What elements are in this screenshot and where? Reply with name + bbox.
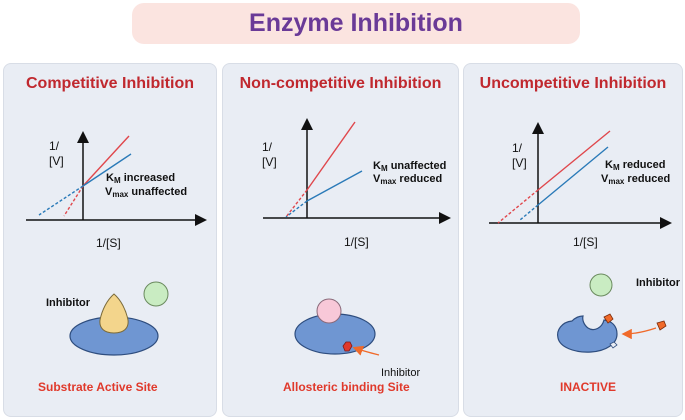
y-axis-label-top: 1/ <box>49 139 60 153</box>
y-axis-label-bottom: [V] <box>512 156 527 170</box>
substrate-molecule <box>316 298 342 324</box>
inhibitor-molecule <box>589 273 613 297</box>
vmax-effect: Vmax reduced <box>373 173 442 186</box>
normal-line-extrapolation <box>38 185 84 216</box>
panel-title: Competitive Inhibition <box>26 75 194 92</box>
inhibitor-fragment-free <box>656 320 667 331</box>
distorted-site <box>609 341 618 349</box>
km-effect: KM increased <box>106 172 175 185</box>
competitive-diagram: 1/ [V] 1/[S] KM increased Vmax unaffecte… <box>26 131 207 394</box>
site-label: Substrate Active Site <box>38 380 158 394</box>
uncompetitive-diagram: 1/ [V] 1/[S] KM reduced Vmax reduced Inh… <box>489 122 681 394</box>
y-axis-label-bottom: [V] <box>262 155 277 169</box>
inhibitor-arrow <box>352 345 380 356</box>
inhibited-line <box>306 121 356 191</box>
substrate-molecule <box>99 293 129 334</box>
site-label: INACTIVE <box>560 380 616 394</box>
x-axis-label: 1/[S] <box>96 236 121 250</box>
noncompetitive-panel: Non-competitive Inhibition 1/ [V] 1/[S] … <box>222 63 459 417</box>
allosteric-inhibitor <box>342 341 353 352</box>
vmax-effect: Vmax reduced <box>601 173 670 186</box>
panel-title: Non-competitive Inhibition <box>239 75 442 92</box>
normal-line-extrapolation <box>519 204 539 221</box>
normal-line <box>82 153 132 187</box>
x-axis-label: 1/[S] <box>344 235 369 249</box>
km-effect: KM unaffected <box>373 160 446 173</box>
inhibitor-arrow <box>621 327 657 340</box>
inhibited-line-extrapolation <box>497 189 539 224</box>
y-axis-label-bottom: [V] <box>49 154 64 168</box>
normal-line <box>537 146 609 206</box>
uncompetitive-panel: Uncompetitive Inhibition 1/ [V] 1/[S] KM… <box>463 63 683 417</box>
inhibitor-fragment <box>603 313 614 324</box>
title-banner: Enzyme Inhibition <box>132 3 580 44</box>
inhibited-line-extrapolation <box>285 189 308 218</box>
inhibited-line <box>537 130 611 191</box>
y-axis-label-top: 1/ <box>262 140 273 154</box>
normal-line-extrapolation <box>285 200 308 218</box>
inhibited-line <box>82 135 130 187</box>
y-axis-label-top: 1/ <box>512 141 523 155</box>
page-title: Enzyme Inhibition <box>249 9 463 37</box>
competitive-panel: Competitive Inhibition 1/ [V] 1/[S] KM i… <box>3 63 217 417</box>
x-axis-label: 1/[S] <box>573 235 598 249</box>
km-effect: KM reduced <box>605 159 665 172</box>
site-label: Allosteric binding Site <box>283 380 410 394</box>
inhibitor-label: Inhibitor <box>46 297 91 309</box>
noncompetitive-diagram: 1/ [V] 1/[S] KM unaffected Vmax reduced … <box>262 118 451 394</box>
enzyme <box>557 315 618 353</box>
inhibited-line-extrapolation <box>63 185 84 217</box>
inhibitor-molecule <box>143 281 169 307</box>
normal-line <box>306 170 363 202</box>
inhibitor-label: Inhibitor <box>636 277 681 289</box>
vmax-effect: Vmax unaffected <box>105 186 187 199</box>
panel-title: Uncompetitive Inhibition <box>479 75 667 92</box>
inhibitor-label: Inhibitor <box>381 367 420 379</box>
